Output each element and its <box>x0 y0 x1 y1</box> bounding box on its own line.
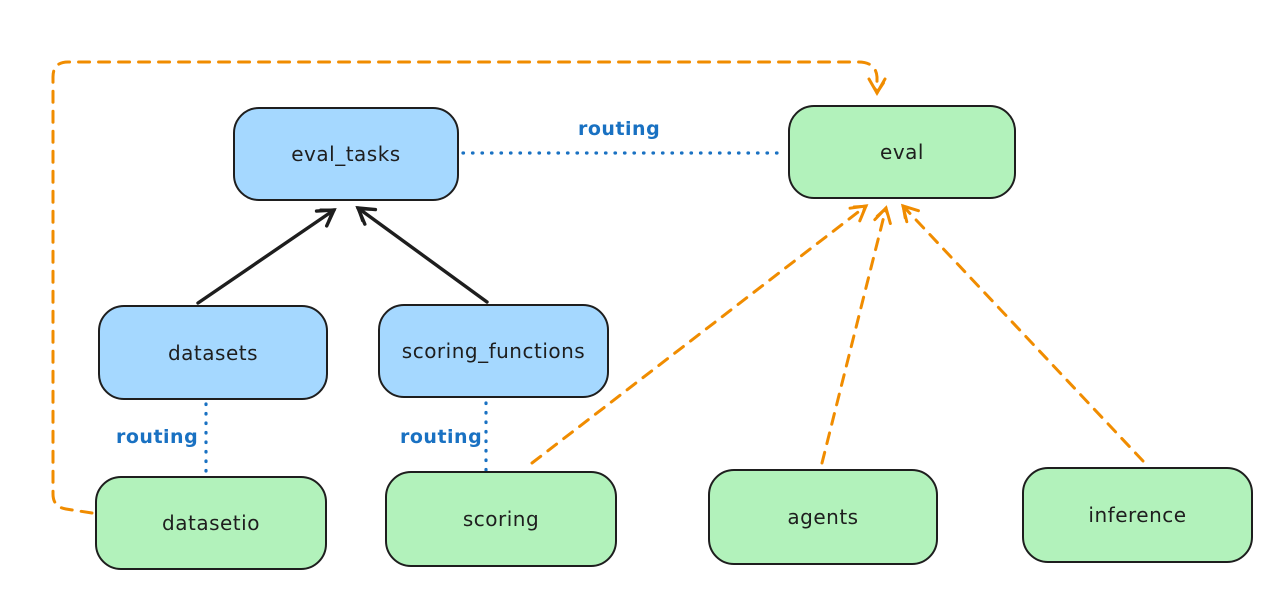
node-scoring: scoring <box>385 471 617 567</box>
node-datasets: datasets <box>98 305 328 400</box>
edge-datasets-to-eval-tasks <box>196 208 337 305</box>
node-datasetio: datasetio <box>95 476 327 570</box>
node-inference-label: inference <box>1088 503 1187 527</box>
node-scoring-label: scoring <box>462 507 540 531</box>
node-agents: agents <box>708 469 938 565</box>
node-datasets-label: datasets <box>167 340 259 365</box>
edge-agents-to-eval <box>820 205 892 465</box>
edge-scoring-to-eval <box>530 204 869 465</box>
node-inference: inference <box>1022 467 1253 563</box>
node-scoring-functions-label: scoring_functions <box>401 339 586 363</box>
node-eval-tasks-label: eval_tasks <box>291 142 401 166</box>
node-eval-label: eval <box>880 140 924 164</box>
node-agents-label: agents <box>787 505 859 529</box>
node-scoring-functions: scoring_functions <box>378 304 609 398</box>
node-eval: eval <box>788 105 1016 199</box>
edge-inference-to-eval <box>900 203 1145 463</box>
edge-label-routing-eval-tasks-eval: routing <box>578 118 661 140</box>
edge-scoring-functions-to-eval-tasks <box>355 206 489 304</box>
node-datasetio-label: datasetio <box>162 511 260 535</box>
node-eval-tasks: eval_tasks <box>233 107 459 201</box>
edge-label-routing-datasets-datasetio: routing <box>116 426 199 448</box>
edge-label-routing-scoring-functions-scoring: routing <box>400 426 483 448</box>
